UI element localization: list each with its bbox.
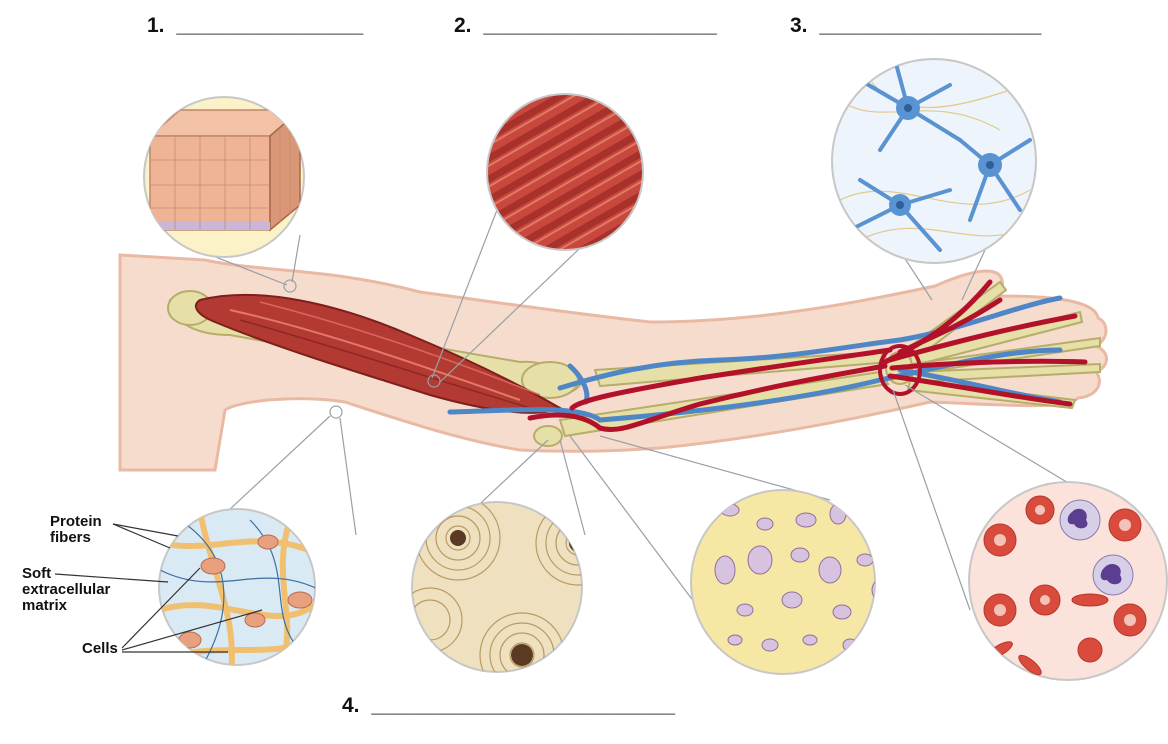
blood-circle <box>969 482 1167 680</box>
nervous-tissue-circle <box>832 59 1036 263</box>
bone-tissue-circle <box>398 496 620 697</box>
protein-fibers-label: Protein fibers <box>50 514 102 546</box>
protein-fibers-line-2: fibers <box>50 530 102 546</box>
soft-matrix-label: Soft extracellular matrix <box>22 566 110 614</box>
cells-label: Cells <box>82 641 118 657</box>
muscle-tissue-circle <box>487 94 643 250</box>
protein-fibers-line-1: Protein <box>50 514 102 530</box>
soft-matrix-line-3: matrix <box>22 598 110 614</box>
soft-matrix-line-1: Soft <box>22 566 110 582</box>
epithelial-tissue-circle <box>144 97 304 257</box>
soft-matrix-line-2: extracellular <box>22 582 110 598</box>
cells-text: Cells <box>82 641 118 657</box>
cartilage-circle <box>691 490 888 674</box>
loose-connective-tissue-circle <box>150 509 330 680</box>
